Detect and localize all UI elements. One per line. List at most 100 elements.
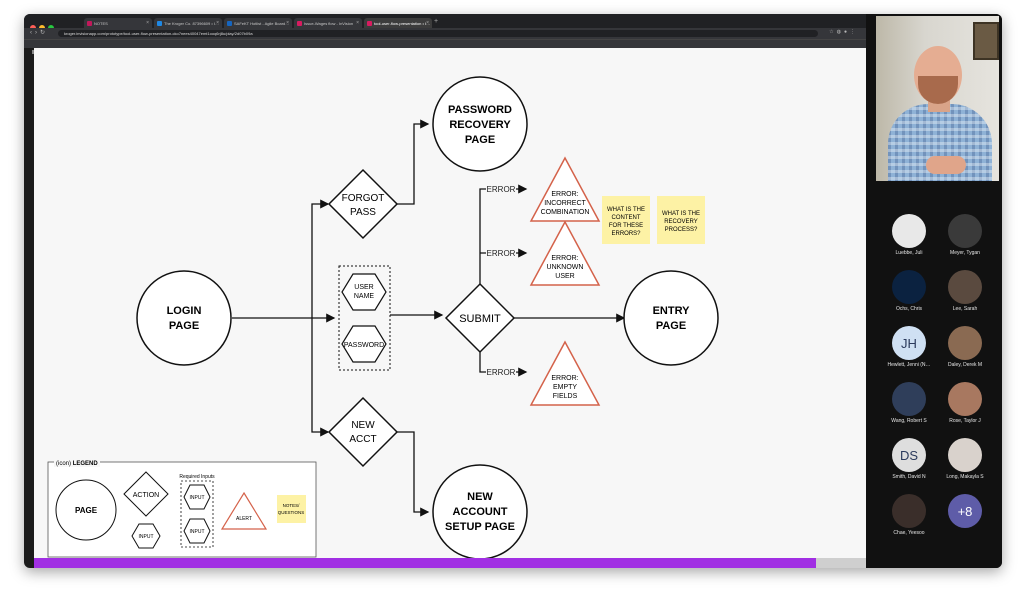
close-tab-icon[interactable]: × [426, 20, 429, 26]
browser-tab[interactable]: Issue-Wages flow - InVision× [294, 18, 362, 29]
sticky-note-recovery-process[interactable]: WHAT IS THE RECOVERY PROCESS? [657, 196, 705, 244]
url-field[interactable]: kroger.invisionapp.com/prototype/tool-us… [58, 30, 818, 37]
connector [396, 119, 430, 205]
legend-label: PAGE [75, 506, 98, 515]
legend-input: INPUT [131, 523, 161, 549]
browser-tab-active[interactable]: tool-user-flow-presentation • I…× [364, 18, 432, 29]
more-participants-button[interactable]: +8 [934, 494, 996, 530]
connector [311, 199, 330, 318]
new-account-setup-page-node[interactable]: NEW ACCOUNT SETUP PAGE [432, 464, 528, 558]
label-mask [486, 183, 516, 195]
participant-tile[interactable]: Chae, Yeesoo [878, 494, 940, 536]
browser-tab[interactable]: SAFeKT Hotlist - Agile Board…× [224, 18, 292, 29]
bookmark-star-icon[interactable]: ☆ [829, 29, 837, 35]
note-text: WHAT IS THE [662, 211, 700, 217]
new-account-action[interactable]: NEW ACCT [327, 396, 399, 468]
node-label: ACCOUNT [453, 506, 508, 518]
participant-name: Meyer, Tygan [950, 250, 980, 256]
participant-name: Hewlett, Jenni (N… [887, 362, 931, 368]
avatar-initials [892, 494, 926, 528]
node-label: PAGE [465, 134, 495, 146]
node-label: SUBMIT [459, 313, 501, 325]
avatar-initials [892, 382, 926, 416]
alert-incorrect-combination[interactable]: ERROR: INCORRECT COMBINATION [529, 156, 601, 222]
error-label: ERROR [487, 368, 516, 377]
prototype-progress-bar[interactable] [34, 558, 866, 568]
progress-fill [34, 558, 817, 568]
participant-name: Long, Makayla S [946, 474, 984, 480]
participant-tile[interactable]: Ochs, Chris [878, 270, 940, 312]
required-inputs-group: USER NAME PASSWORD [338, 265, 391, 371]
app-window: NOTES×The Kroger Co. 87396609 • I…×SAFeK… [24, 14, 1002, 568]
participant-tile[interactable]: Long, Makayla S [934, 438, 996, 480]
participant-name: Chae, Yeesoo [893, 530, 925, 536]
participant-tile[interactable]: Daley, Derek M [934, 326, 996, 368]
close-tab-icon[interactable]: × [286, 20, 289, 26]
presenter-video[interactable] [876, 16, 999, 181]
avatar: JH [892, 326, 926, 360]
avatar [892, 494, 926, 528]
participant-tile[interactable]: Lee, Sarah [934, 270, 996, 312]
alert-empty-fields[interactable]: ERROR: EMPTY FIELDS [529, 340, 601, 406]
avatar [892, 214, 926, 248]
alert-text: USER [555, 273, 574, 280]
avatar [948, 270, 982, 304]
close-tab-icon[interactable]: × [356, 20, 359, 26]
participant-tile[interactable]: Wang, Robert S [878, 382, 940, 424]
user-name-input[interactable]: USER NAME [341, 273, 387, 311]
participant-tile[interactable]: JH Hewlett, Jenni (N… [878, 326, 940, 368]
input-label: PASSWORD [344, 342, 384, 349]
tab-favicon [367, 21, 372, 26]
connector [311, 318, 330, 437]
participant-tile[interactable]: Luebbe, Juli [878, 214, 940, 256]
label-mask [486, 366, 516, 378]
prototype-canvas: ERROR ERROR ERROR LOGIN PAGE PASSWORD RE… [34, 48, 866, 558]
avatar-initials [948, 438, 982, 472]
sticky-note-errors-content[interactable]: WHAT IS THE CONTENT FOR THESE ERRORS? [602, 196, 650, 244]
alert-text: ERROR: [551, 375, 578, 382]
close-tab-icon[interactable]: × [216, 20, 219, 26]
node-label: ACCT [349, 434, 376, 445]
menu-icon[interactable]: ⋮ [850, 29, 858, 35]
alert-unknown-user[interactable]: ERROR: UNKNOWN USER [529, 220, 601, 286]
node-label: RECOVERY [449, 119, 511, 131]
legend-notes: NOTES/ QUESTIONS [277, 495, 306, 523]
alert-text: ERROR: [551, 191, 578, 198]
alert-text: ERROR: [551, 255, 578, 262]
extensions-icon[interactable]: ◍ [836, 29, 844, 35]
legend-label: INPUT [190, 529, 205, 535]
legend-label: INPUT [190, 495, 205, 501]
entry-page-node[interactable]: ENTRY PAGE [623, 270, 719, 366]
avatar [892, 382, 926, 416]
login-page-node[interactable]: LOGIN PAGE [136, 270, 232, 366]
avatar-initials [948, 214, 982, 248]
alert-text: INCORRECT [544, 200, 586, 207]
password-recovery-page-node[interactable]: PASSWORD RECOVERY PAGE [432, 76, 528, 172]
more-participants-count: +8 [957, 503, 973, 519]
legend-title: (icon) LEGEND [56, 461, 98, 467]
note-text: WHAT IS THE [607, 207, 645, 213]
avatar-initials [892, 270, 926, 304]
forward-icon[interactable]: › [35, 30, 40, 36]
tab-title: Issue-Wages flow - InVision [304, 21, 354, 26]
node-label: SETUP PAGE [445, 521, 515, 533]
back-icon[interactable]: ‹ [30, 30, 35, 36]
browser-tab[interactable]: NOTES× [84, 18, 152, 29]
tab-title: tool-user-flow-presentation • I… [374, 21, 431, 26]
submit-action[interactable]: SUBMIT [444, 282, 516, 354]
legend-action: ACTION [123, 471, 169, 517]
participant-tile[interactable]: Rose, Taylor J [934, 382, 996, 424]
browser-tab[interactable]: The Kroger Co. 87396609 • I…× [154, 18, 222, 29]
new-tab-icon[interactable]: + [434, 18, 439, 25]
password-input[interactable]: PASSWORD [341, 325, 387, 363]
profile-icon[interactable]: ● [843, 29, 850, 35]
close-tab-icon[interactable]: × [146, 20, 149, 26]
error-label: ERROR [487, 249, 516, 258]
reload-icon[interactable]: ↻ [40, 30, 49, 36]
forgot-pass-action[interactable]: FORGOT PASS [327, 168, 399, 240]
avatar-initials: DS [899, 447, 919, 463]
participant-tile[interactable]: Meyer, Tygan [934, 214, 996, 256]
video-presenter-hands [926, 156, 966, 174]
tab-favicon [87, 21, 92, 26]
